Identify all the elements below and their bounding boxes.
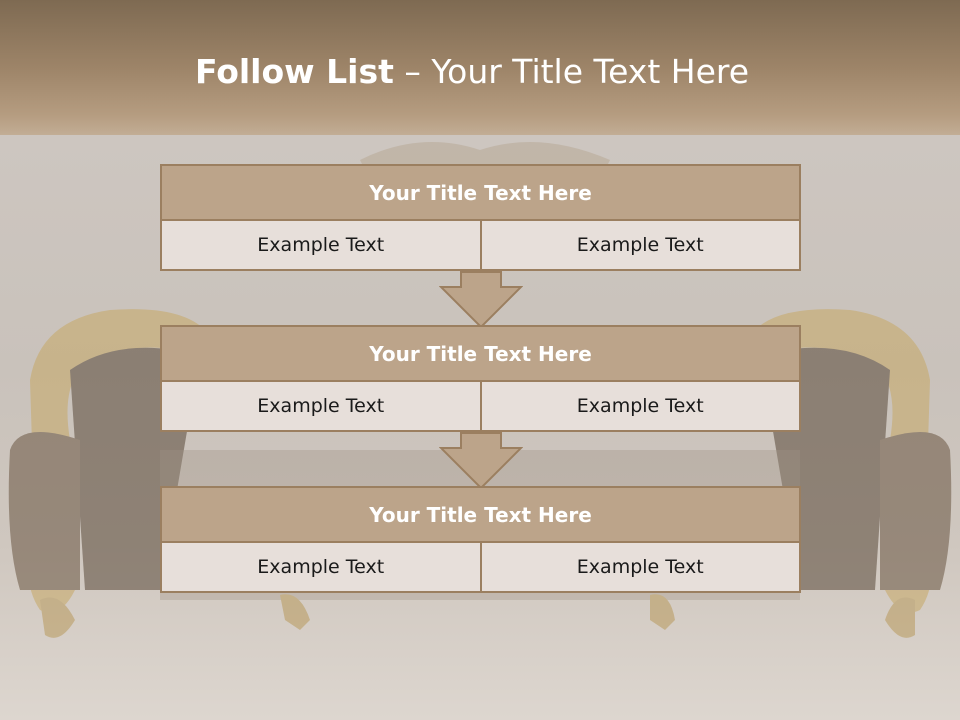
slide-title-bold: Follow List bbox=[194, 52, 394, 91]
step-left-text: Example Text bbox=[160, 221, 482, 271]
step-title: Your Title Text Here bbox=[160, 325, 801, 382]
step-block-1: Your Title Text Here Example Text Exampl… bbox=[160, 164, 801, 271]
step-right-text: Example Text bbox=[481, 221, 801, 271]
step-row: Example Text Example Text bbox=[160, 221, 801, 271]
step-block-3: Your Title Text Here Example Text Exampl… bbox=[160, 486, 801, 593]
step-row: Example Text Example Text bbox=[160, 382, 801, 432]
header-band bbox=[0, 0, 960, 135]
step-title: Your Title Text Here bbox=[160, 164, 801, 221]
slide-title-rest: – Your Title Text Here bbox=[393, 52, 750, 91]
step-left-text: Example Text bbox=[160, 543, 482, 593]
down-arrow-icon bbox=[439, 432, 523, 490]
step-title: Your Title Text Here bbox=[160, 486, 801, 543]
slide-title: Follow List – Your Title Text Here bbox=[0, 52, 944, 91]
step-left-text: Example Text bbox=[160, 382, 482, 432]
step-row: Example Text Example Text bbox=[160, 543, 801, 593]
step-block-2: Your Title Text Here Example Text Exampl… bbox=[160, 325, 801, 432]
step-right-text: Example Text bbox=[481, 543, 801, 593]
down-arrow-icon bbox=[439, 271, 523, 329]
step-right-text: Example Text bbox=[481, 382, 801, 432]
